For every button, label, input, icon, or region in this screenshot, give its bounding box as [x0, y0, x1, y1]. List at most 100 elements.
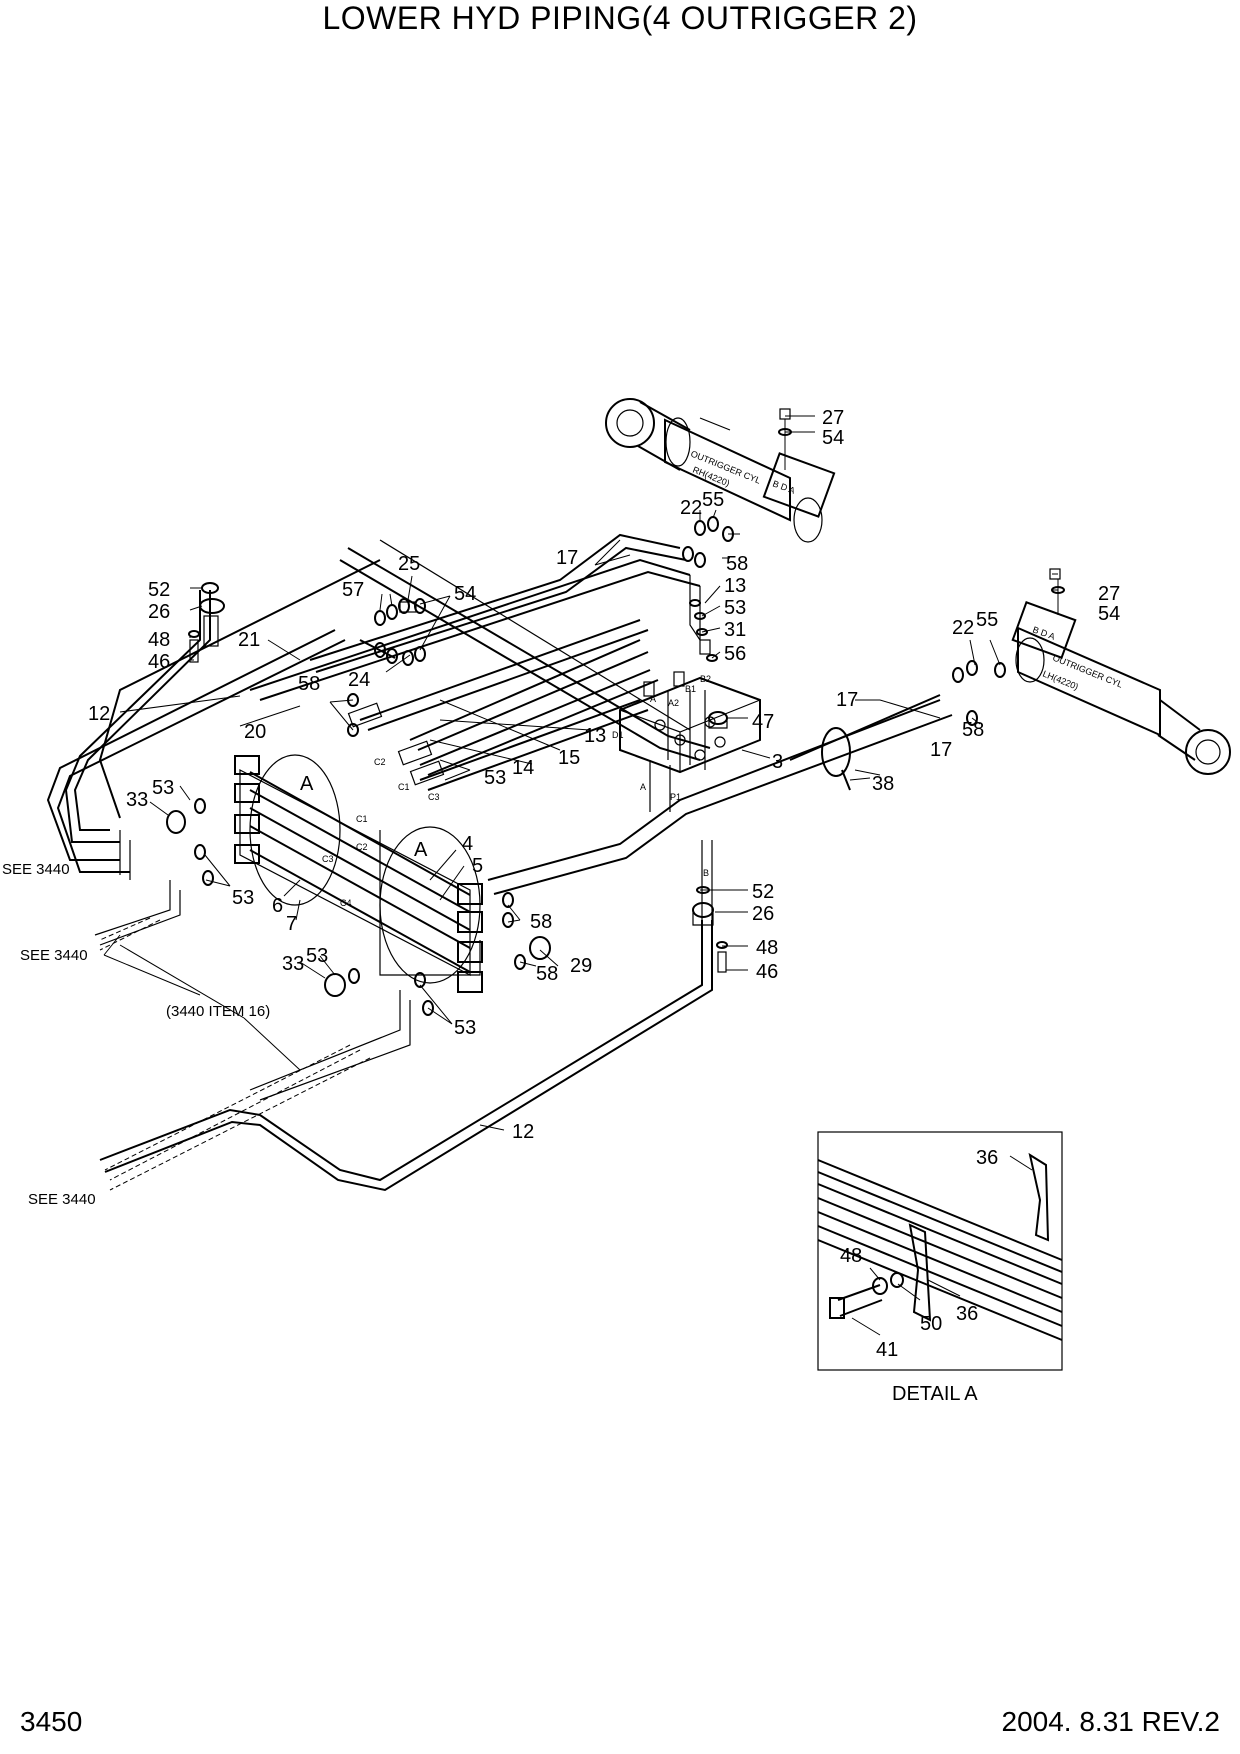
callout-7: 7 — [286, 913, 297, 935]
manifold-assembly: C1 C2 C3 C4 C2 C1 C3 A A — [166, 754, 551, 1016]
callout-26-low: 26 — [752, 903, 774, 925]
callout-54-top: 54 — [454, 583, 476, 605]
detail-a-circle-right — [379, 826, 481, 984]
callout-13-mid: 13 — [584, 725, 606, 747]
callout-48-detail: 48 — [840, 1245, 862, 1267]
callout-53-top: 53 — [724, 597, 746, 619]
callout-48-top: 48 — [148, 629, 170, 651]
callout-31: 31 — [724, 619, 746, 641]
rh-port-labels: B D A — [771, 478, 796, 495]
page-number: 3450 — [20, 1706, 83, 1737]
pipes-17 — [309, 533, 953, 895]
see-3440-ref-3: SEE 3440 — [28, 1191, 96, 1208]
callout-33-top: 33 — [126, 789, 148, 811]
callout-54-rh: 54 — [822, 427, 844, 449]
callout-55-rh: 55 — [702, 489, 724, 511]
port-mark-c2: C2 — [356, 842, 368, 852]
callout-46-low: 46 — [756, 961, 778, 983]
page-title: LOWER HYD PIPING(4 OUTRIGGER 2) — [322, 0, 918, 36]
callout-52-top: 52 — [148, 579, 170, 601]
callout-58-rh: 58 — [726, 553, 748, 575]
callout-22-lh: 22 — [952, 617, 974, 639]
port-mark-c1-top: C1 — [398, 782, 410, 792]
callout-57: 57 — [342, 579, 364, 601]
callout-6: 6 — [272, 895, 283, 917]
callout-15: 15 — [558, 747, 580, 769]
callout-24: 24 — [348, 669, 370, 691]
callout-17-top: 17 — [556, 547, 578, 569]
callout-3: 3 — [772, 751, 783, 773]
port-mark-b: B — [703, 868, 709, 878]
lh-outrigger-cylinder: B D A OUTRIGGER CYL LH(4220) — [952, 568, 1231, 775]
callout-13-top: 13 — [724, 575, 746, 597]
callout-53-mid: 53 — [484, 767, 506, 789]
callout-36-bottom: 36 — [956, 1303, 978, 1325]
see-3440-ref-2: SEE 3440 — [20, 947, 88, 964]
callout-41: 41 — [876, 1339, 898, 1361]
callout-53-left-b: 53 — [232, 887, 254, 909]
callout-20: 20 — [244, 721, 266, 743]
callout-54-lh: 54 — [1098, 603, 1120, 625]
leader-lines — [103, 415, 1058, 1336]
see-3440-ref-1: SEE 3440 — [2, 861, 70, 878]
upper-clamp — [188, 582, 225, 663]
lh-cylinder-code: LH(4220) — [1041, 669, 1080, 692]
callout-47: 47 — [752, 711, 774, 733]
detail-caption: DETAIL A — [892, 1383, 978, 1405]
callout-25: 25 — [398, 553, 420, 575]
callout-46-top: 46 — [148, 651, 170, 673]
callout-48-low: 48 — [756, 937, 778, 959]
revision-date: 2004. 8.31 REV.2 — [1001, 1706, 1220, 1737]
callout-58-right: 58 — [530, 911, 552, 933]
clamp-38 — [821, 727, 851, 791]
view-marker-a-left: A — [300, 773, 314, 795]
port-mark-c4: C4 — [340, 898, 352, 908]
port-mark-c1: C1 — [356, 814, 368, 824]
callout-36-top: 36 — [976, 1147, 998, 1169]
callout-58-bottom: 58 — [536, 963, 558, 985]
main-valve-block: D1 A2 B1 B2 A A P1 — [612, 599, 761, 812]
callout-50: 50 — [920, 1313, 942, 1335]
port-mark-a: A — [640, 782, 646, 792]
detail-a-box: DETAIL A — [817, 1131, 1063, 1405]
lower-clamp: B — [692, 868, 728, 973]
callout-numbers: 27 54 22 55 58 25 57 54 17 13 53 31 56 5… — [88, 407, 1120, 1361]
rh-outrigger-cylinder: OUTRIGGER CYL RH(4220) B D A — [605, 398, 836, 568]
callout-17-right-a: 17 — [836, 689, 858, 711]
callout-27-lh: 27 — [1098, 583, 1120, 605]
callout-14: 14 — [512, 757, 534, 779]
callout-52-low: 52 — [752, 881, 774, 903]
item-16-ref: (3440 ITEM 16) — [166, 1003, 270, 1020]
callout-53-bottom: 53 — [306, 945, 328, 967]
callout-26-top: 26 — [148, 601, 170, 623]
port-mark-d1: D1 — [612, 730, 624, 740]
callout-55-lh: 55 — [976, 609, 998, 631]
callout-58-lh: 58 — [962, 719, 984, 741]
port-mark-a2: A2 — [668, 698, 679, 708]
callout-17-right-b: 17 — [930, 739, 952, 761]
callout-56: 56 — [724, 643, 746, 665]
callout-5: 5 — [472, 855, 483, 877]
port-mark-c3-top: C3 — [428, 792, 440, 802]
callout-21: 21 — [238, 629, 260, 651]
port-mark-c2-top: C2 — [374, 757, 386, 767]
callout-4: 4 — [462, 833, 473, 855]
port-mark-b2: B2 — [700, 674, 711, 684]
port-mark-c3: C3 — [322, 854, 334, 864]
callout-53-low: 53 — [454, 1017, 476, 1039]
callout-22-rh: 22 — [680, 497, 702, 519]
callout-58-mid: 58 — [298, 673, 320, 695]
callout-12-top: 12 — [88, 703, 110, 725]
callout-38: 38 — [872, 773, 894, 795]
port-mark-b1: B1 — [685, 684, 696, 694]
port-mark-a-top: A — [650, 694, 656, 704]
lower-pipe-12 — [99, 840, 713, 1192]
frame-pipes — [249, 539, 711, 761]
top-fittings — [347, 598, 426, 737]
hose-bundle — [347, 619, 659, 791]
callout-33-bottom: 33 — [282, 953, 304, 975]
callout-27-rh: 27 — [822, 407, 844, 429]
upper-left-pipes — [46, 559, 381, 880]
